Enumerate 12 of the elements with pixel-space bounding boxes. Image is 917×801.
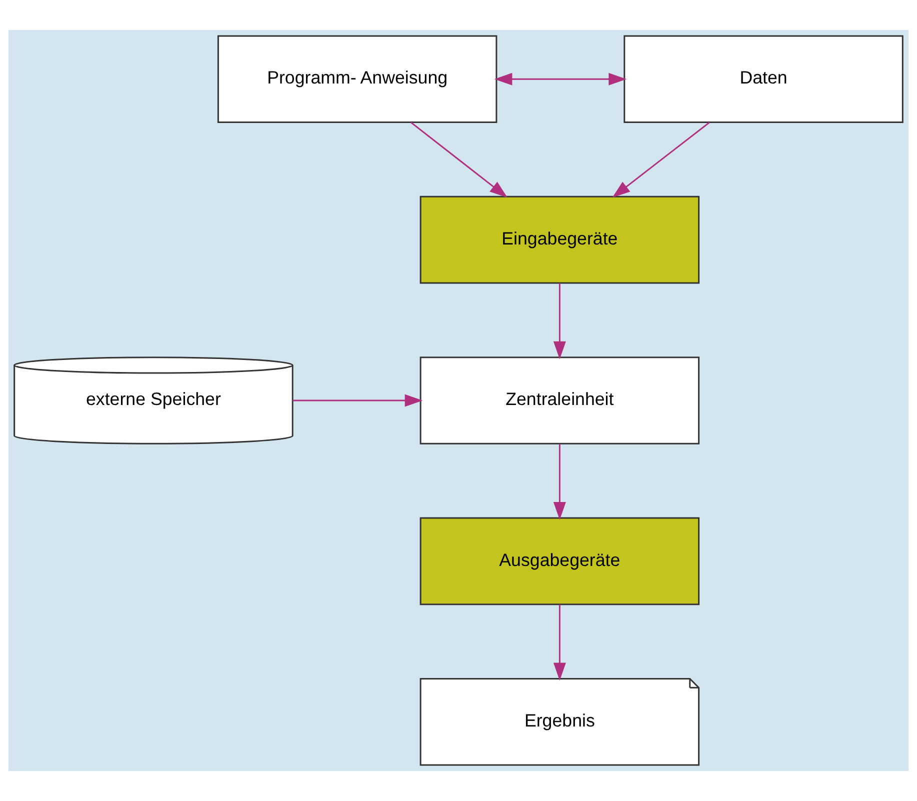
node-box: Eingabegeräte [420, 196, 700, 284]
arrow [292, 394, 423, 407]
arrow [410, 122, 508, 198]
arrow [553, 283, 566, 360]
arrow [494, 72, 627, 86]
node-box: Programm- Anweisung [217, 35, 498, 123]
node-box: Ausgabegeräte [420, 517, 700, 606]
node-box: Daten [624, 35, 904, 123]
arrow [553, 444, 566, 520]
arrow [612, 122, 710, 198]
arrow [553, 604, 566, 681]
node-box: Zentraleinheit [420, 356, 700, 444]
